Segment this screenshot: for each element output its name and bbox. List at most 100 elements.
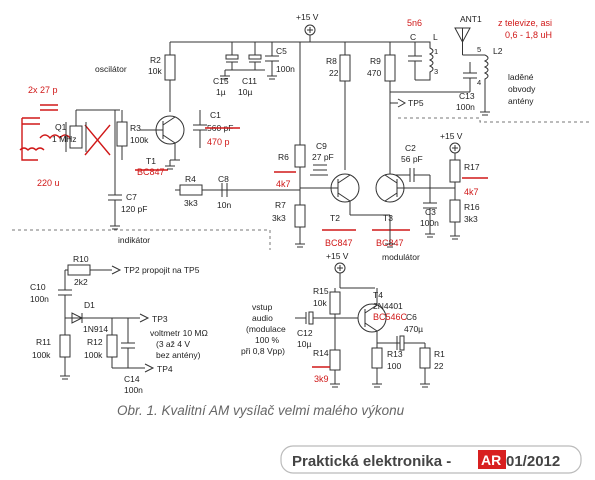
tp2-label: TP2 propojit na TP5 [124,265,200,275]
capacitor-c5: C5 100n [265,42,295,74]
capacitor-c7: C7 120 pF [108,175,147,220]
c11-name: C11 [242,76,257,86]
r14-name: R14 [313,348,329,358]
oscillator-block-label: oscilátor [95,64,127,74]
r17-replacement: 4k7 [464,187,479,197]
capacitor-c6: C6 470µ [396,312,423,351]
t1-label: T1 [146,156,156,166]
capacitor-c: C [408,32,422,80]
transistor-t3: T3 BC847 [372,173,455,248]
crystal-choke-annotation: 220 u [37,178,60,188]
l-pin-1: 1 [434,47,438,56]
tuned-circuits-label: laděné obvody antény [508,72,536,106]
issue-number: 01/2012 [506,453,560,470]
l2-pin-5: 5 [477,45,481,54]
resistor-r1: R1 22 [419,343,445,380]
inductor-l2: L2 5 4 [462,45,503,108]
supply-rail: +15 V [170,12,415,43]
inductor-l: L 1 3 [415,32,438,81]
voltmeter-note: voltmetr 10 MΩ (3 až 4 V bez antény) [150,328,208,360]
audio-line3: (modulace [246,324,286,334]
c1-replacement: 470 p [207,137,230,147]
voltmeter-line3: bez antény) [156,350,201,360]
t1-replacement: BC847 [137,167,165,177]
c12-name: C12 [297,328,313,338]
r17-name: R17 [464,162,480,172]
resistor-r12: R12 100k [84,318,118,368]
r6-replacement: 4k7 [276,179,291,189]
test-point-tp3: TP3 [139,313,168,324]
c10-name: C10 [30,282,46,292]
c15-name: C15 [213,76,229,86]
tp4-label: TP4 [157,364,173,374]
r2-name: R2 [150,55,161,65]
r13-name: R13 [387,349,403,359]
c13-name: C13 [459,91,475,101]
capacitor-c9: C9 27 pF [310,141,334,176]
test-point-tp5: TP5 [390,98,424,108]
capacitor-c15: C15 1µ [213,42,239,97]
audio-line2: audio [252,313,273,323]
c7-value: 120 pF [121,204,147,214]
c8-name: C8 [218,174,229,184]
ar-badge-bg [478,450,506,469]
indicator-boundary [12,229,271,250]
c3-name: C3 [425,207,436,217]
resistor-r7: R7 3k3 [272,167,306,240]
r15-name: R15 [313,286,329,296]
c9-value: 27 pF [312,152,334,162]
supply-label-t4: +15 V [326,251,349,261]
r7-name: R7 [275,200,286,210]
c8-value: 10n [217,200,231,210]
r3-name: R3 [130,123,141,133]
ant1-label: ANT1 [460,14,482,24]
r16-value: 3k3 [464,214,478,224]
c6-value: 470µ [404,324,423,334]
resistor-r11: R11 100k [32,318,71,372]
r6-name: R6 [278,152,289,162]
magazine-name: Praktická elektronika - [292,453,451,470]
r4-value: 3k3 [184,198,198,208]
resistor-r8: R8 22 [326,42,351,170]
diode-d1: D1 1N914 [71,300,108,334]
crystal-caps-annotation: 2x 27 p [28,85,58,95]
antenna-ant1: ANT1 z televize, asi 0,6 - 1,8 uH [454,14,552,55]
d1-name: D1 [84,300,95,310]
t2-label: T2 [330,213,340,223]
capacitor-c13: C13 100n [456,62,477,112]
q1-label: Q1 [55,122,67,132]
figure-caption: Obr. 1. Kvalitní AM vysílač velmi malého… [117,403,405,418]
test-point-tp4: TP4 [144,363,173,374]
c12-value: 10µ [297,339,311,349]
t4-label: T4 [373,290,383,300]
l-value-annotation: 5n6 [407,18,422,28]
l-pin-3: 3 [434,67,438,76]
resistor-r15: R15 10k [313,286,341,346]
tp3-label: TP3 [152,314,168,324]
audio-input-label: vstup audio (modulace 100 % při 0,8 Vpp) [241,302,286,356]
q1-value: 1 MHz [52,134,77,144]
capacitor-c12: C12 10µ [295,311,360,349]
c10-value: 100n [30,294,49,304]
resistor-r4: R4 3k3 [179,174,203,208]
t4-value: 2N4401 [373,301,403,311]
c3-value: 100n [420,218,439,228]
c6-name: C6 [406,312,417,322]
c11-value: 10µ [238,87,252,97]
audio-line1: vstup [252,302,273,312]
c5-name: C5 [276,46,287,56]
t4-replacement: BC546C [373,312,408,322]
ground-symbols [60,70,490,388]
resistor-r2: R2 10k [148,42,176,112]
c-name: C [410,32,416,42]
capacitor-c14: C14 100n [121,318,143,395]
r11-value: 100k [32,350,51,360]
capacitor-c10: C10 100n [30,270,72,318]
audio-line5: při 0,8 Vpp) [241,346,285,356]
c14-name: C14 [124,374,140,384]
resistor-r14: R14 3k9 [312,346,341,384]
antenna-note-line2: 0,6 - 1,8 uH [505,30,552,40]
t3-label: T3 [383,213,393,223]
supply-label: +15 V [296,12,319,22]
